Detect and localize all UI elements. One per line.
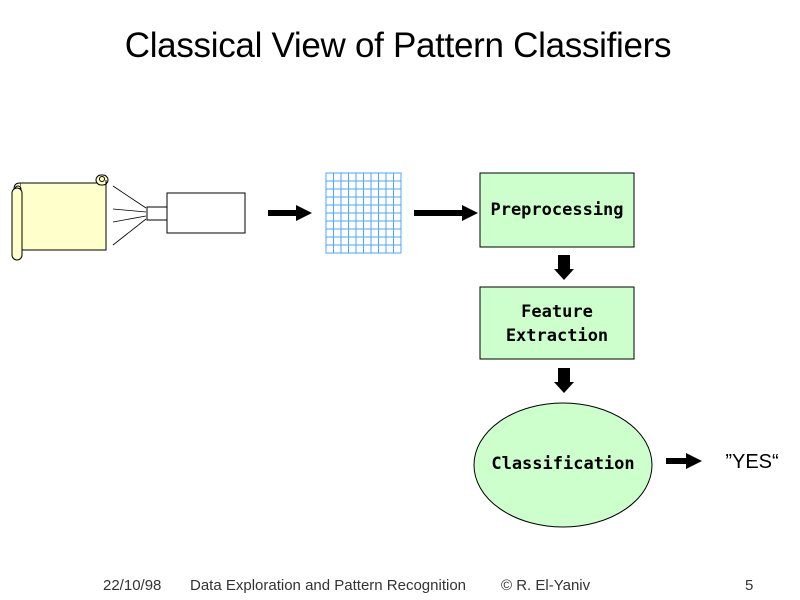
footer-date: 22/10/98 (103, 577, 162, 594)
output-yes-label: ”YES“ (725, 451, 779, 473)
classification-ellipse (473, 402, 653, 528)
arrow-right-icon (414, 205, 478, 221)
arrow-right-icon (268, 205, 312, 221)
feature-extraction-line1: Feature (521, 302, 593, 322)
footer-page-number: 5 (745, 577, 754, 594)
slide-title: Classical View of Pattern Classifiers (124, 26, 672, 65)
feature-extraction-line2: Extraction (505, 326, 609, 346)
arrow-down-icon (554, 255, 574, 280)
preprocessing-box (479, 172, 635, 248)
camera-view-rays (112, 185, 147, 246)
feature-extraction-box (479, 286, 635, 360)
footer-course: Data Exploration and Pattern Recognition (190, 577, 467, 594)
arrow-down-icon (554, 368, 574, 393)
preprocessing-label: Preprocessing (490, 200, 624, 220)
camera-icon (146, 192, 246, 234)
footer-author: © R. El-Yaniv (501, 577, 591, 594)
feature-extraction-label: Feature Extraction (480, 300, 634, 348)
classification-label: Classification (491, 454, 635, 474)
scroll-document-icon (11, 174, 109, 261)
pixel-grid-image (325, 172, 402, 254)
arrow-right-icon (666, 453, 702, 469)
